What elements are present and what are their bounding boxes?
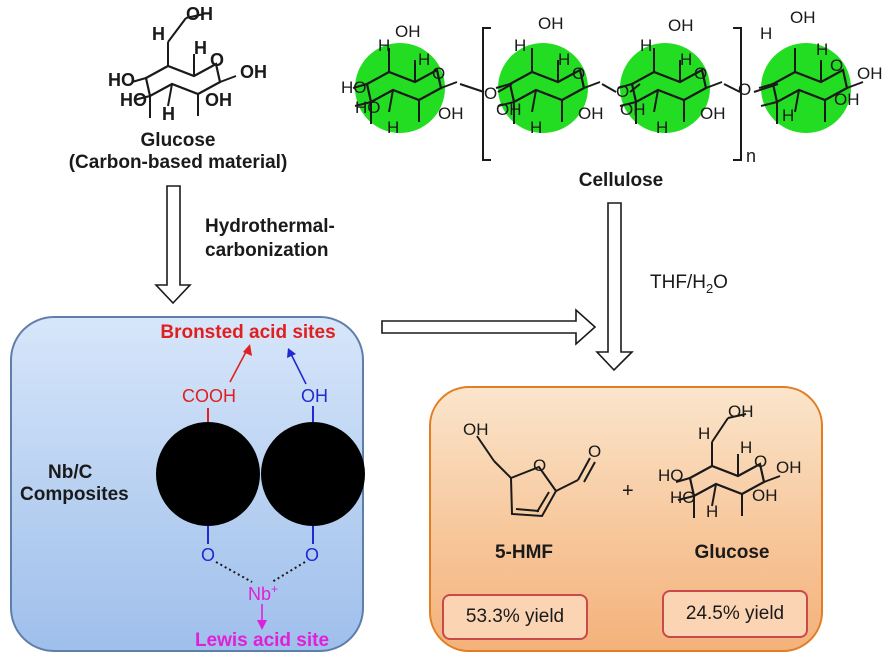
atom-label-h: H — [782, 106, 795, 125]
atom-label-ho: HO — [670, 488, 696, 507]
carbon-sphere-left — [156, 422, 260, 526]
oh-group: OH — [301, 386, 328, 406]
ring-highlight — [498, 43, 588, 133]
ring-highlight — [620, 43, 710, 133]
step-hydrothermal-line1: Hydrothermal- — [205, 216, 335, 237]
oxygen-right: O — [305, 545, 320, 565]
niobium-charge: + — [271, 582, 279, 596]
solvent-main: THF/H — [650, 272, 706, 293]
atom-label-oh: OH — [790, 8, 816, 27]
atom-label-o: O — [738, 80, 752, 99]
arrow-thf — [595, 202, 634, 372]
atom-label-h: H — [706, 502, 719, 521]
hmf-yield-box: 53.3% yield — [442, 594, 588, 640]
atom-label-h: H — [418, 50, 431, 69]
step-solvent: THF/H2O — [650, 272, 728, 296]
hmf-name: 5-HMF — [494, 542, 554, 563]
atom-label-o: O — [572, 64, 586, 83]
atom-label-o: O — [830, 56, 844, 75]
atom-label-h: H — [680, 50, 693, 69]
atom-label-o: O — [754, 452, 768, 471]
atom-label-o: O — [616, 82, 630, 101]
plus-sign: + — [622, 480, 634, 502]
composite-name-line2: Composites — [20, 484, 129, 505]
atom-label-ho: HO — [355, 98, 381, 117]
atom-label-oh: OH — [205, 90, 232, 110]
niobium-symbol: Nb — [248, 584, 272, 604]
atom-label-h: H — [558, 50, 571, 69]
atom-label-o: O — [484, 84, 498, 103]
lewis-label: Lewis acid site — [194, 630, 330, 651]
atom-label-oh: OH — [700, 104, 726, 123]
atom-label-oh: OH — [752, 486, 778, 505]
composite-name-line1: Nb/C — [48, 462, 93, 483]
atom-label-h: H — [698, 424, 711, 443]
glucose-product-name: Glucose — [694, 542, 770, 563]
bronsted-label: Bronsted acid sites — [160, 322, 336, 343]
hmf-structure — [476, 435, 596, 518]
atom-label-oh: OH — [240, 62, 267, 82]
atom-label-oh: OH — [728, 402, 754, 421]
atom-label-h: H — [378, 36, 391, 55]
atom-label-oh: OH — [578, 104, 604, 123]
hmf-ring-oxygen: O — [533, 456, 547, 475]
atom-label-oh: OH — [496, 100, 522, 119]
atom-label-h: H — [530, 118, 543, 137]
hmf-oh: OH — [463, 420, 489, 439]
carbon-sphere-right — [261, 422, 365, 526]
atom-label-h: H — [194, 38, 207, 58]
atom-label-h: H — [162, 104, 175, 124]
glucose-yield: 24.5% yield — [685, 603, 785, 624]
atom-label-oh: OH — [620, 100, 646, 119]
step-hydrothermal-line2: carbonization — [205, 240, 329, 261]
glucose-product-structure — [674, 413, 782, 520]
atom-label-o: O — [432, 64, 446, 83]
atom-label-h: H — [152, 24, 165, 44]
atom-label-oh: OH — [438, 104, 464, 123]
cellulose-name: Cellulose — [578, 170, 664, 191]
arrow-to-reaction — [381, 308, 597, 346]
atom-label-h: H — [740, 438, 753, 457]
atom-label-oh: OH — [668, 16, 694, 35]
glucose-yield-box: 24.5% yield — [662, 590, 808, 638]
glucose-top-subtitle: (Carbon-based material) — [68, 152, 288, 173]
atom-label-ho: HO — [120, 90, 147, 110]
atom-label-o: O — [210, 50, 225, 70]
oxygen-left: O — [201, 545, 216, 565]
hmf-yield: 53.3% yield — [465, 606, 565, 627]
atom-label-oh: OH — [834, 90, 860, 109]
atom-label-oh: OH — [186, 4, 213, 24]
atom-label-ho: HO — [658, 466, 684, 485]
atom-label-h: H — [816, 40, 829, 59]
atom-label-oh: OH — [857, 64, 883, 83]
atom-label-oh: OH — [776, 458, 802, 477]
atom-label-oh: OH — [538, 14, 564, 33]
hmf-aldehyde-oxygen: O — [588, 442, 602, 461]
atom-label-o: O — [694, 64, 708, 83]
atom-label-h: H — [514, 36, 527, 55]
cellulose-structure — [351, 27, 865, 161]
solvent-tail: O — [713, 272, 728, 293]
atom-label-h: H — [656, 118, 669, 137]
cooh-group: COOH — [182, 386, 236, 406]
glucose-top-name: Glucose — [140, 130, 216, 151]
arrow-hydrothermal — [154, 185, 192, 305]
atom-label-ho: HO — [341, 78, 367, 97]
ring-highlight — [761, 43, 851, 133]
atom-label-h: H — [387, 118, 400, 137]
atom-label-oh: OH — [395, 22, 421, 41]
glucose-top-structure — [130, 13, 238, 120]
solvent-sub: 2 — [705, 280, 714, 296]
ring-highlight — [355, 43, 445, 133]
atom-label-ho: HO — [108, 70, 135, 90]
atom-label-h: H — [760, 24, 773, 43]
cellulose-repeat-index: n — [746, 146, 757, 166]
atom-label-h: H — [640, 36, 653, 55]
niobium-site: Nb+ — [248, 582, 278, 605]
